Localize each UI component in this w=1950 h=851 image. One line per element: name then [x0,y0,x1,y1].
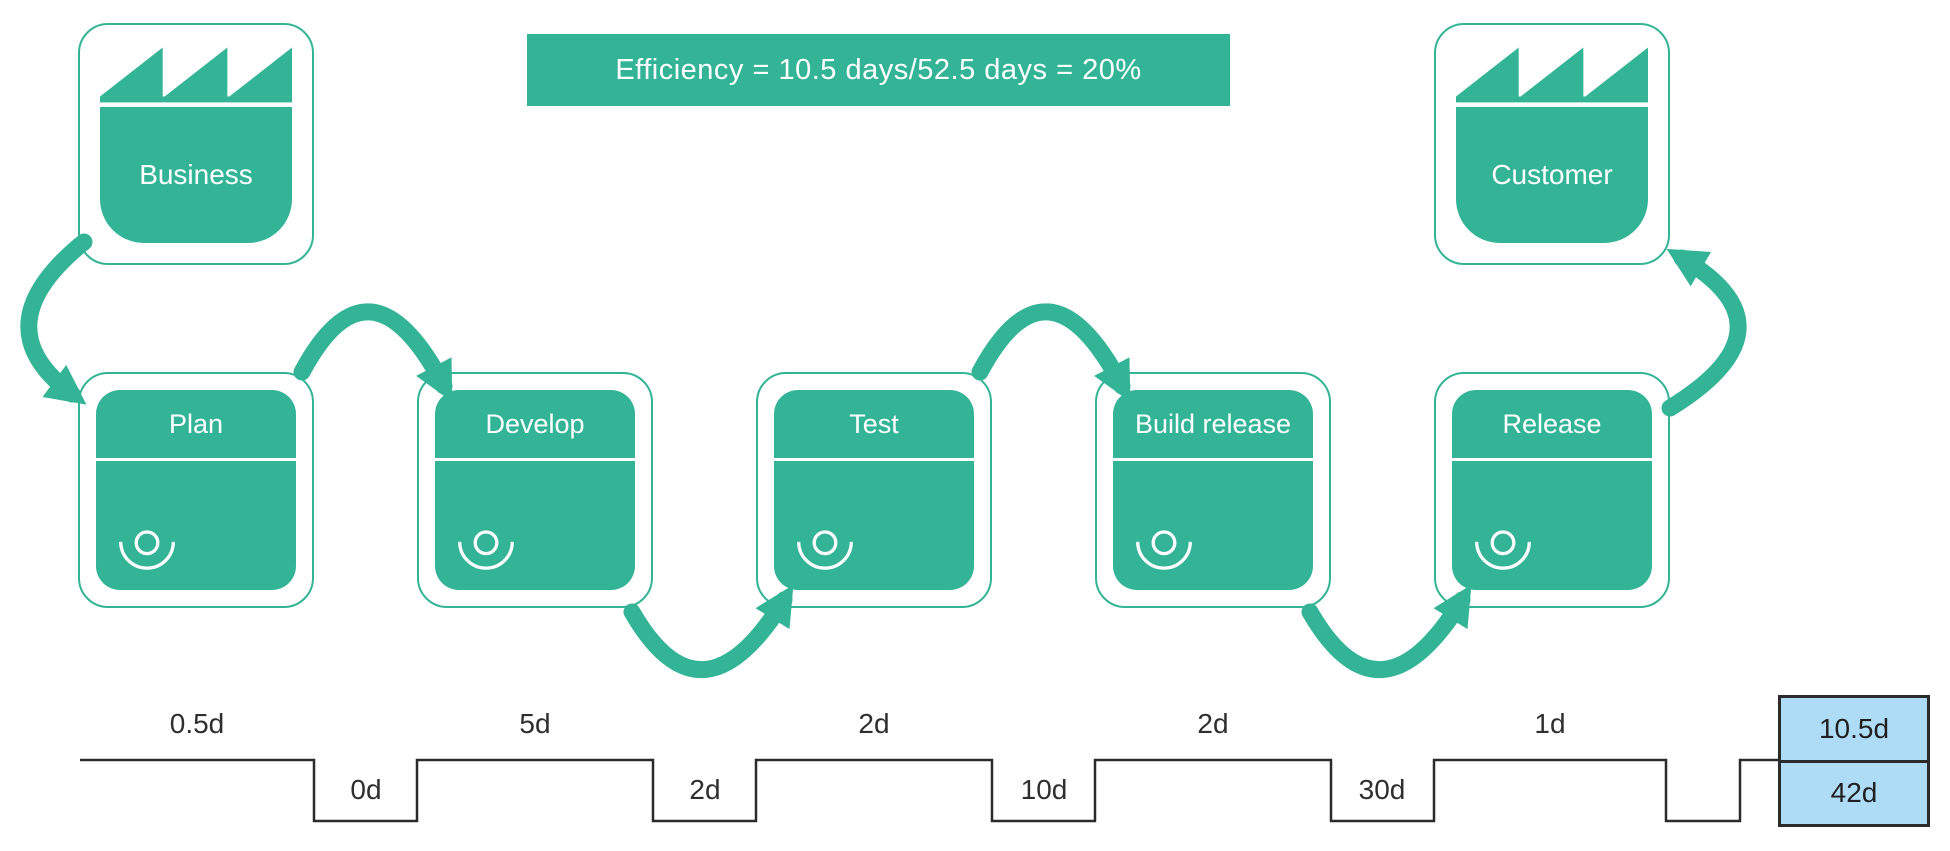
arrow-release-to-customer [1661,248,1747,417]
process-title: Plan [96,390,296,461]
total-lead-time: 42d [1830,777,1878,809]
wait-time-label: 0d [350,774,382,805]
touch-time-label: 1d [1534,708,1566,739]
entity-business: Business [78,23,314,265]
totals-box: 10.5d 42d [1778,695,1930,827]
process-inner: Develop [435,390,635,590]
wait-time-label: 10d [1020,774,1068,805]
process-title: Develop [435,390,635,461]
process-box-develop: Develop [417,372,653,608]
arrow-test-to-build-release [971,303,1131,402]
entity-label: Customer [1491,159,1613,190]
timeline-line [80,758,1778,823]
process-inner: Test [774,390,974,590]
arrow-develop-to-test [623,584,794,678]
factory-icon [1456,47,1648,103]
arrow-build-release-to-release [1301,584,1472,678]
total-touch-time: 10.5d [1781,698,1927,763]
person-icon [458,530,514,570]
process-box-plan: Plan [78,372,314,608]
process-inner: Build release [1113,390,1313,590]
process-inner: Release [1452,390,1652,590]
efficiency-text: Efficiency = 10.5 days/52.5 days = 20% [615,53,1142,86]
person-icon [797,530,853,570]
touch-time-label: 5d [519,708,551,739]
touch-time-label: 0.5d [169,708,225,739]
entity-customer: Customer [1434,23,1670,265]
arrow-plan-to-develop [293,303,453,402]
process-box-build-release: Build release [1095,372,1331,608]
entity-body: Business [100,107,292,243]
process-title: Release [1452,390,1652,461]
process-title: Build release [1113,390,1313,461]
touch-time-label: 2d [1197,708,1229,739]
wait-time-label: 2d [689,774,721,805]
process-inner: Plan [96,390,296,590]
process-box-test: Test [756,372,992,608]
person-icon [1475,530,1531,570]
process-title: Test [774,390,974,461]
entity-label: Business [139,159,253,190]
touch-time-label: 2d [858,708,890,739]
process-box-release: Release [1434,372,1670,608]
efficiency-banner: Efficiency = 10.5 days/52.5 days = 20% [527,34,1230,106]
wait-time-label: 30d [1358,774,1406,805]
factory-icon [100,47,292,103]
arrow-business-to-plan [20,233,93,405]
person-icon [1136,530,1192,570]
person-icon [119,530,175,570]
entity-body: Customer [1456,107,1648,243]
